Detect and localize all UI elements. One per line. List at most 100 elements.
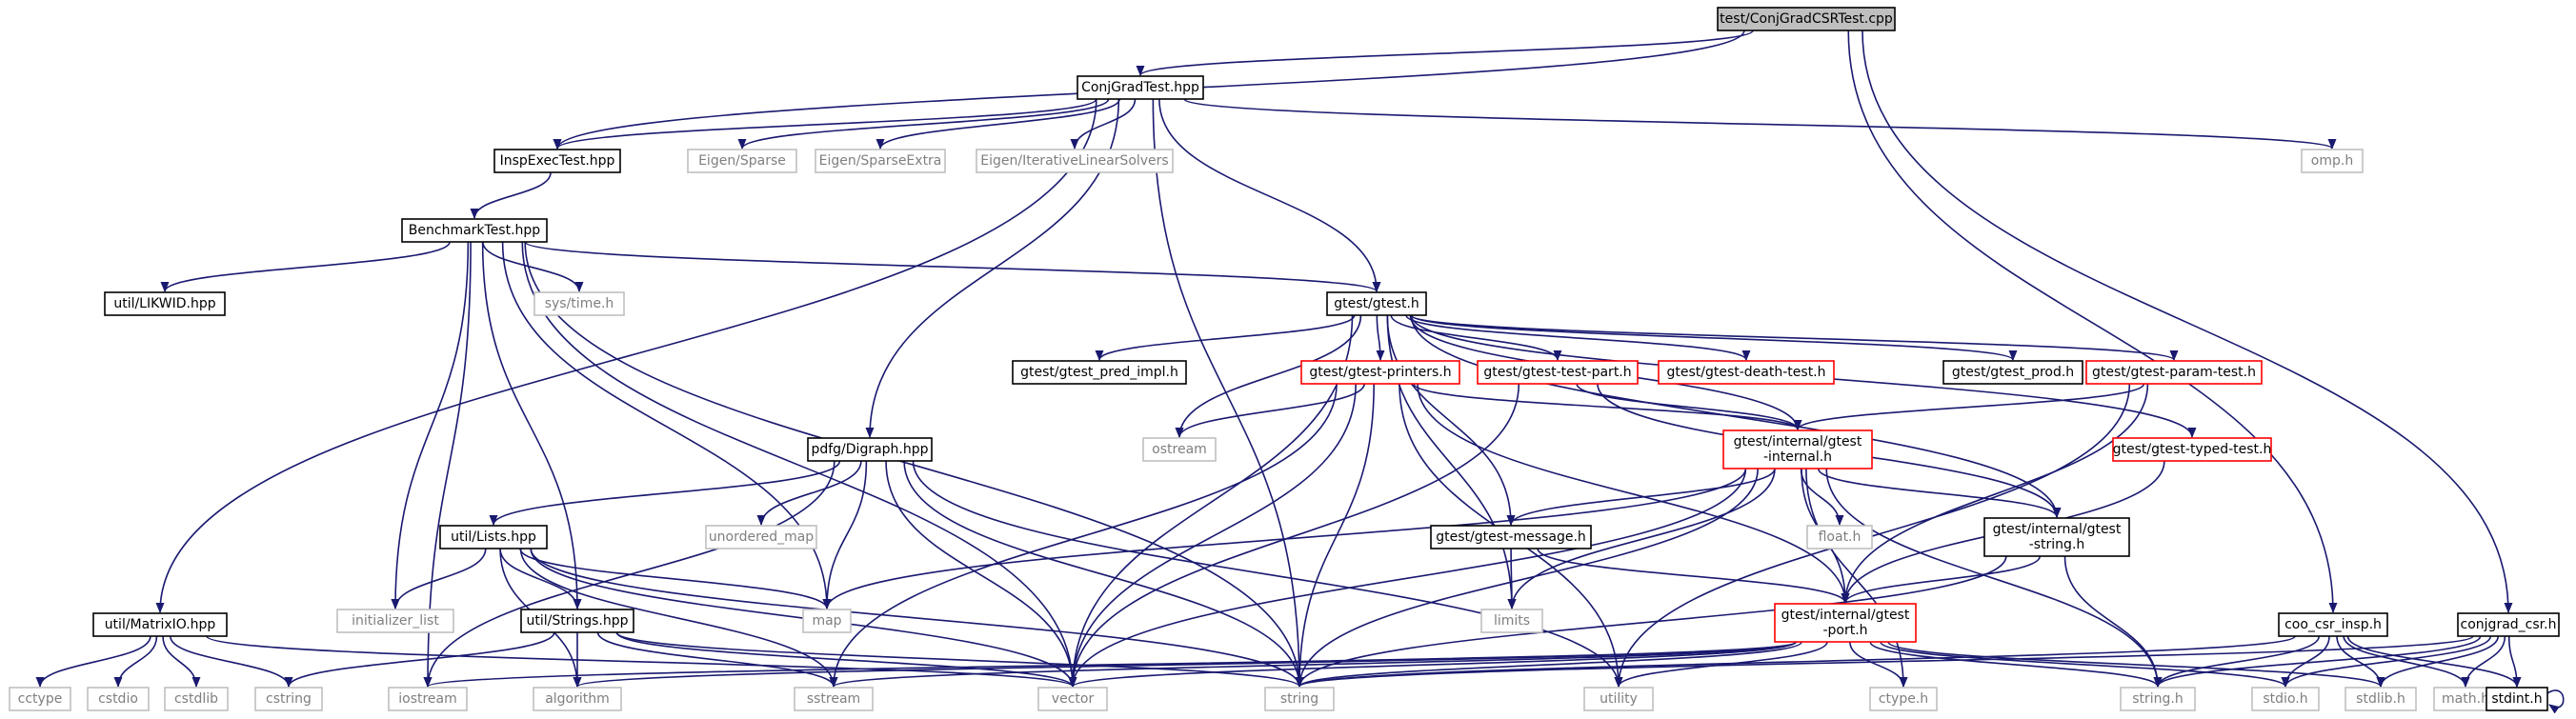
file-nodes: test/ConjGradCSRTest.cppConjGradTest.hpp… xyxy=(9,7,2560,711)
node-label: util/LIKWID.hpp xyxy=(113,296,215,311)
edge-benchmarktest-to-vector xyxy=(521,241,1077,688)
node-matrixio[interactable]: util/MatrixIO.hpp xyxy=(92,612,228,637)
node-label: limits xyxy=(1494,613,1530,629)
node-death-test[interactable]: gtest/gtest-death-test.h xyxy=(1658,360,1835,385)
node-benchmarktest[interactable]: BenchmarkTest.hpp xyxy=(401,218,548,243)
node-box xyxy=(87,687,150,711)
node-box xyxy=(1300,360,1460,385)
edge-gtest-to-param-test xyxy=(1410,314,2179,361)
node-typed-test[interactable]: gtest/gtest-typed-test.h xyxy=(2112,437,2272,462)
node-box xyxy=(1480,609,1543,633)
edge-conjgrad-csr-to-stdioh xyxy=(2281,635,2492,688)
node-box xyxy=(1142,437,1217,462)
edge-conjgradtest-to-matrixio xyxy=(155,98,1097,613)
node-label: coo_csr_insp.h xyxy=(2284,617,2382,632)
node-label: conjgrad_csr.h xyxy=(2461,617,2557,632)
node-label: gtest/gtest-death-test.h xyxy=(1666,365,1825,380)
node-box xyxy=(1477,360,1639,385)
node-strings[interactable]: util/Strings.hpp xyxy=(520,609,634,633)
node-test-part[interactable]: gtest/gtest-test-part.h xyxy=(1477,360,1639,385)
node-label: cstdlib xyxy=(174,691,218,707)
edge-conjgrad-csr-to-stdlibh xyxy=(2376,635,2500,688)
edge-port-to-sstream xyxy=(829,641,1797,688)
edge-coo-csr-insp-to-mathh xyxy=(2343,635,2470,688)
node-stdinth[interactable]: stdint.h xyxy=(2485,687,2548,711)
edge-benchmarktest-to-gtest xyxy=(524,241,1381,292)
edge-strings-to-string xyxy=(615,631,1304,688)
node-label: util/Lists.hpp xyxy=(451,529,536,545)
node-stringh: string.h xyxy=(2120,687,2196,711)
edge-inspexectest-to-benchmarktest xyxy=(470,171,552,219)
node-likwid[interactable]: util/LIKWID.hpp xyxy=(104,291,226,316)
edge-digraph-to-map xyxy=(822,460,868,609)
node-string: string xyxy=(1264,687,1335,711)
node-conjgrad-csr[interactable]: conjgrad_csr.h xyxy=(2457,612,2560,637)
edge-matrixio-to-cstring xyxy=(170,635,293,688)
node-box xyxy=(336,609,454,633)
node-box xyxy=(533,687,622,711)
edge-matrixio-to-cctype xyxy=(35,635,151,688)
node-label: utility xyxy=(1600,691,1638,707)
node-box xyxy=(1983,517,2130,557)
edge-digraph-to-vector xyxy=(885,460,1077,688)
edge-port-to-stdioh xyxy=(1880,641,2290,688)
edge-conjgradcsrtest-to-coo-csr-insp xyxy=(1847,30,2338,613)
edge-benchmarktest-to-likwid xyxy=(160,241,451,292)
node-label: gtest/gtest-param-test.h xyxy=(2092,365,2256,380)
node-internal-string[interactable]: gtest/internal/gtest-string.h xyxy=(1983,517,2130,557)
node-label: math.h xyxy=(2442,691,2489,707)
node-floath: float.h xyxy=(1806,525,1873,549)
node-label: gtest/gtest_prod.h xyxy=(1952,365,2074,380)
node-pred-impl[interactable]: gtest/gtest_pred_impl.h xyxy=(1012,360,1187,385)
node-printers[interactable]: gtest/gtest-printers.h xyxy=(1300,360,1460,385)
node-label: omp.h xyxy=(2311,153,2353,169)
node-box xyxy=(2085,360,2263,385)
node-cstdio: cstdio xyxy=(87,687,150,711)
node-label: pdfg/Digraph.hpp xyxy=(811,442,928,457)
node-digraph[interactable]: pdfg/Digraph.hpp xyxy=(807,437,933,462)
edge-digraph-to-unordered-map xyxy=(756,460,862,526)
node-conjgradtest[interactable]: ConjGradTest.hpp xyxy=(1077,75,1204,100)
node-box xyxy=(2457,612,2560,637)
node-message[interactable]: gtest/gtest-message.h xyxy=(1430,525,1592,549)
node-label: gtest/internal/gtest xyxy=(1734,434,1862,449)
node-label: -port.h xyxy=(1822,623,1867,638)
node-cstdlib: cstdlib xyxy=(164,687,229,711)
edge-gtest-to-pred-impl xyxy=(1095,314,1356,361)
node-vector: vector xyxy=(1037,687,1108,711)
node-port[interactable]: gtest/internal/gtest-port.h xyxy=(1774,603,1917,643)
node-coo-csr-insp[interactable]: coo_csr_insp.h xyxy=(2278,612,2388,637)
edge-conjgrad-csr-to-string xyxy=(1295,635,2474,688)
edge-lists-to-initializer-list xyxy=(391,548,487,609)
node-box xyxy=(1012,360,1187,385)
edge-conjgrad-csr-to-stdinth xyxy=(2507,635,2522,688)
node-box xyxy=(1583,687,1654,711)
node-box xyxy=(2251,687,2320,711)
node-cstring: cstring xyxy=(254,687,323,711)
edge-coo-csr-insp-to-string xyxy=(1295,635,2296,688)
node-eigen-sparseextra: Eigen/SparseExtra xyxy=(815,149,946,173)
node-label: test/ConjGradCSRTest.cpp xyxy=(1720,11,1893,27)
node-label: Eigen/SparseExtra xyxy=(819,153,942,169)
node-stdioh: stdio.h xyxy=(2251,687,2320,711)
node-inspexectest[interactable]: InspExecTest.hpp xyxy=(493,149,621,173)
node-stdlibh: stdlib.h xyxy=(2345,687,2417,711)
edge-conjgrad-csr-to-stringh xyxy=(2153,635,2482,688)
node-lists[interactable]: util/Lists.hpp xyxy=(439,525,548,549)
node-omp: omp.h xyxy=(2301,149,2364,173)
edge-internal-to-internal-string xyxy=(1817,468,2062,518)
node-label: gtest/internal/gtest xyxy=(1993,522,2122,537)
edge-internal-string-to-stringh xyxy=(2063,555,2163,688)
edge-port-to-stdlibh xyxy=(1887,641,2385,688)
node-label: stdio.h xyxy=(2263,691,2307,707)
edge-benchmarktest-to-systime xyxy=(482,241,584,292)
node-param-test[interactable]: gtest/gtest-param-test.h xyxy=(2085,360,2263,385)
node-box xyxy=(92,612,228,637)
node-gtest-prod[interactable]: gtest/gtest_prod.h xyxy=(1942,360,2083,385)
node-cctype: cctype xyxy=(9,687,71,711)
node-internal[interactable]: gtest/internal/gtest-internal.h xyxy=(1722,429,1873,469)
node-box xyxy=(815,149,946,173)
node-gtest[interactable]: gtest/gtest.h xyxy=(1326,291,1427,316)
node-conjgradcsrtest[interactable]: test/ConjGradCSRTest.cpp xyxy=(1717,7,1896,31)
